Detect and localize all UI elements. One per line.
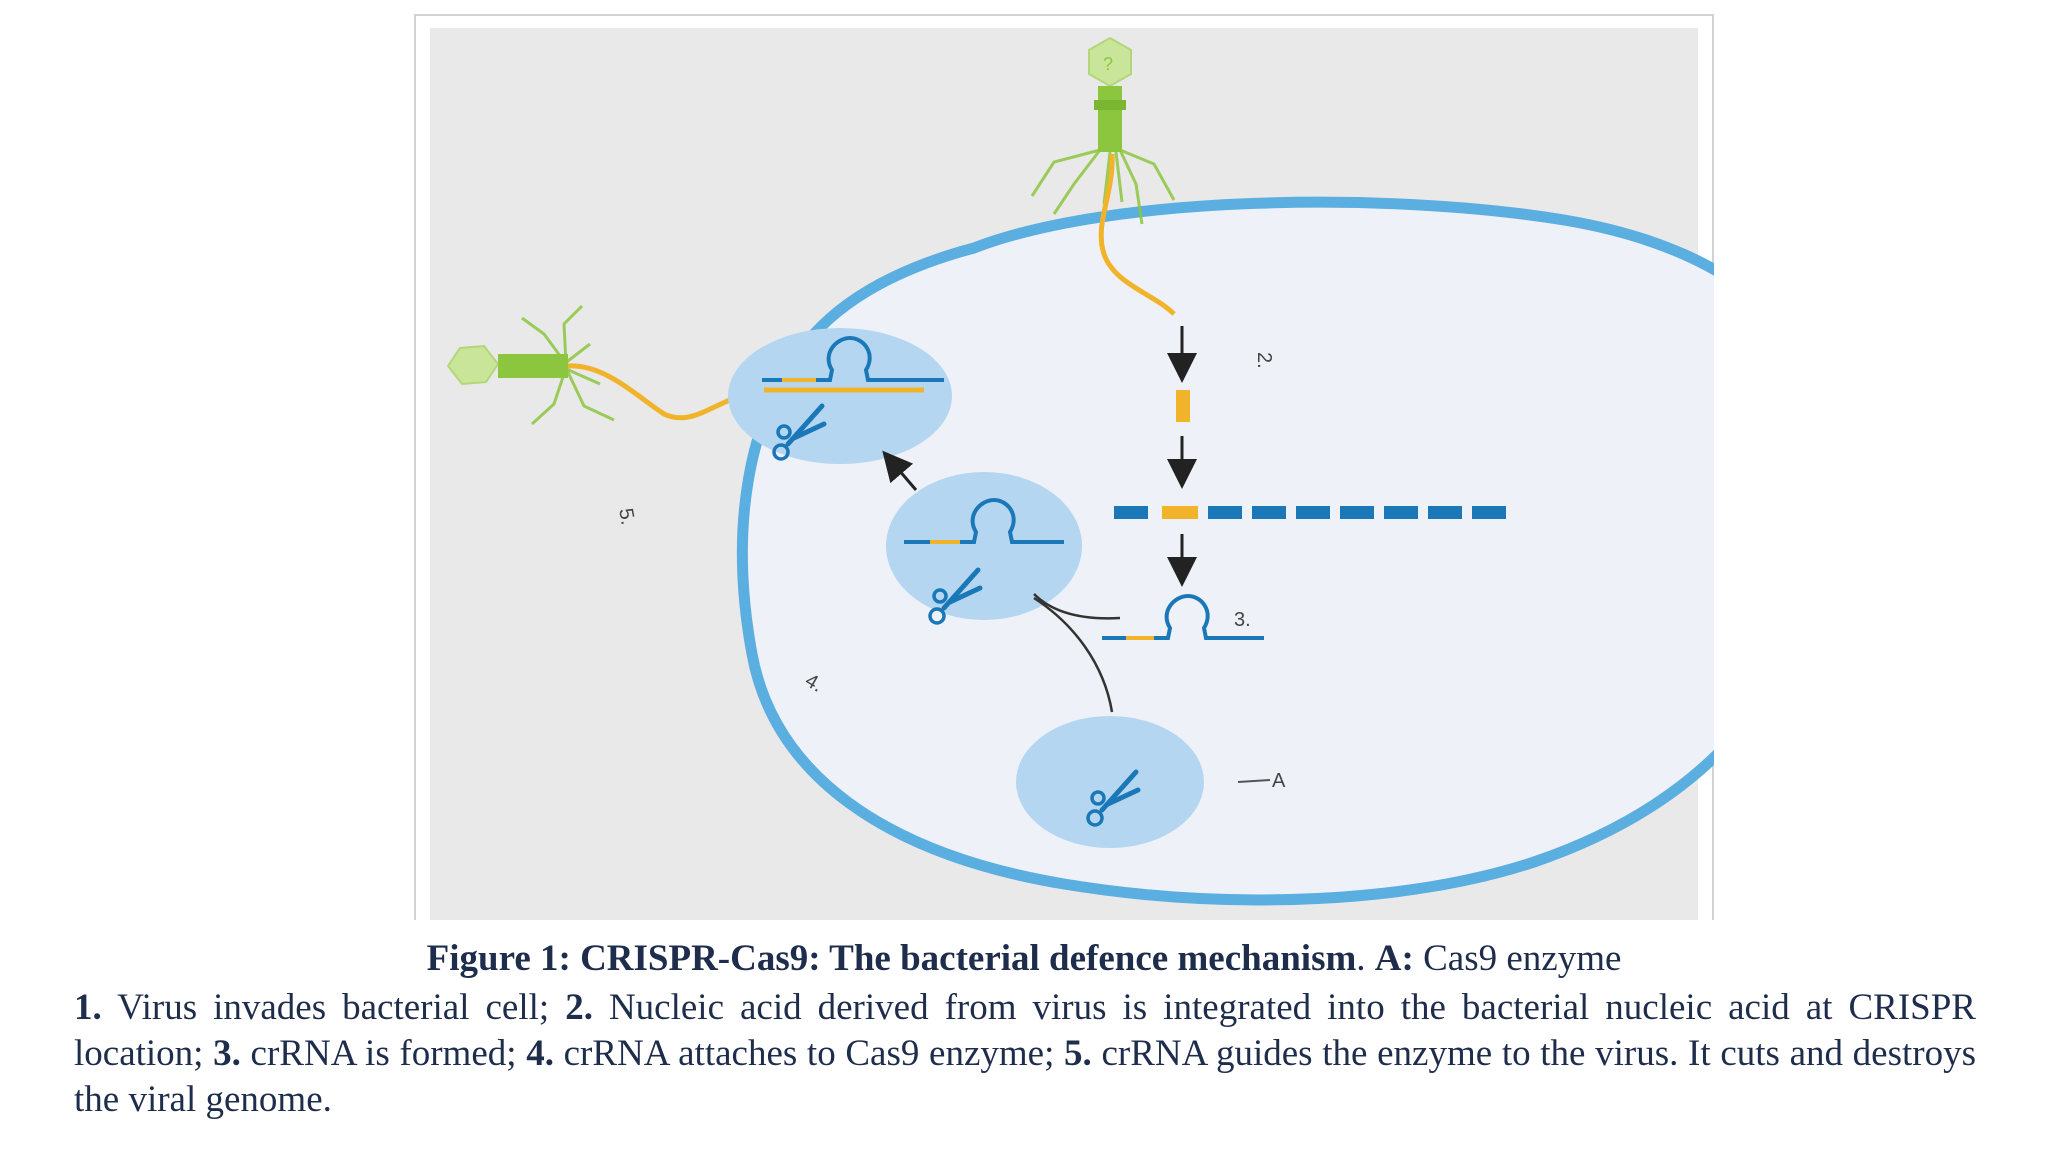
step-number: 2.: [565, 987, 593, 1028]
crrna-hairpin-icon: [960, 497, 1064, 544]
figure-caption-title: Figure 1: CRISPR-Cas9: The bacterial def…: [0, 936, 2048, 982]
step-text: crRNA guides the enzyme to the virus. It…: [74, 1033, 1977, 1120]
label-a-description: Cas9 enzyme: [1413, 938, 1622, 979]
figure-title: Figure 1: CRISPR-Cas9: The bacterial def…: [426, 938, 1357, 979]
bacteriophage-icon: ?: [1030, 36, 1176, 225]
step-number: 1.: [74, 987, 102, 1028]
crispr-diagram: ?: [430, 28, 1714, 920]
step-3-label: 3.: [1234, 609, 1251, 631]
bacteriophage-icon: [446, 304, 615, 426]
joining-line: [1033, 593, 1121, 620]
arrow-icon: [882, 450, 918, 491]
crrna-hairpin-icon: [816, 335, 944, 382]
step-2-label: 2.: [1253, 352, 1275, 369]
label-a-key: A:: [1374, 938, 1414, 979]
title-separator: .: [1356, 938, 1375, 979]
crispr-locus: [1114, 506, 1506, 519]
viral-dna-top: [1098, 153, 1176, 316]
step-text: crRNA attaches to Cas9 enzyme;: [553, 1033, 1065, 1074]
crrna-cas9-complex: [886, 472, 1082, 620]
crrna-hairpin-icon: [1154, 593, 1264, 640]
joining-line: [1033, 596, 1114, 713]
bacterial-cell-membrane: [736, 196, 1714, 906]
viral-dna-left: [567, 363, 761, 421]
step-5-label: 5.: [614, 507, 639, 527]
step-number: 5.: [1064, 1033, 1092, 1074]
viral-dna-fragment: [1176, 390, 1190, 422]
step-number: 3.: [213, 1033, 241, 1074]
step-number: 4.: [526, 1033, 554, 1074]
step-text: Virus invades bacterial cell;: [101, 987, 566, 1028]
enzyme-label-leader: [1237, 779, 1271, 783]
enzyme-a-label: A: [1272, 770, 1286, 792]
cas9-complex-cutting: [728, 328, 952, 464]
figure-caption-body: 1. Virus invades bacterial cell; 2. Nucl…: [74, 985, 1976, 1123]
step-text: Nucleic acid derived from virus is integ…: [74, 987, 1976, 1074]
cas9-enzyme: [1016, 716, 1204, 848]
svg-text:?: ?: [1103, 54, 1113, 74]
step-text: crRNA is formed;: [240, 1033, 527, 1074]
